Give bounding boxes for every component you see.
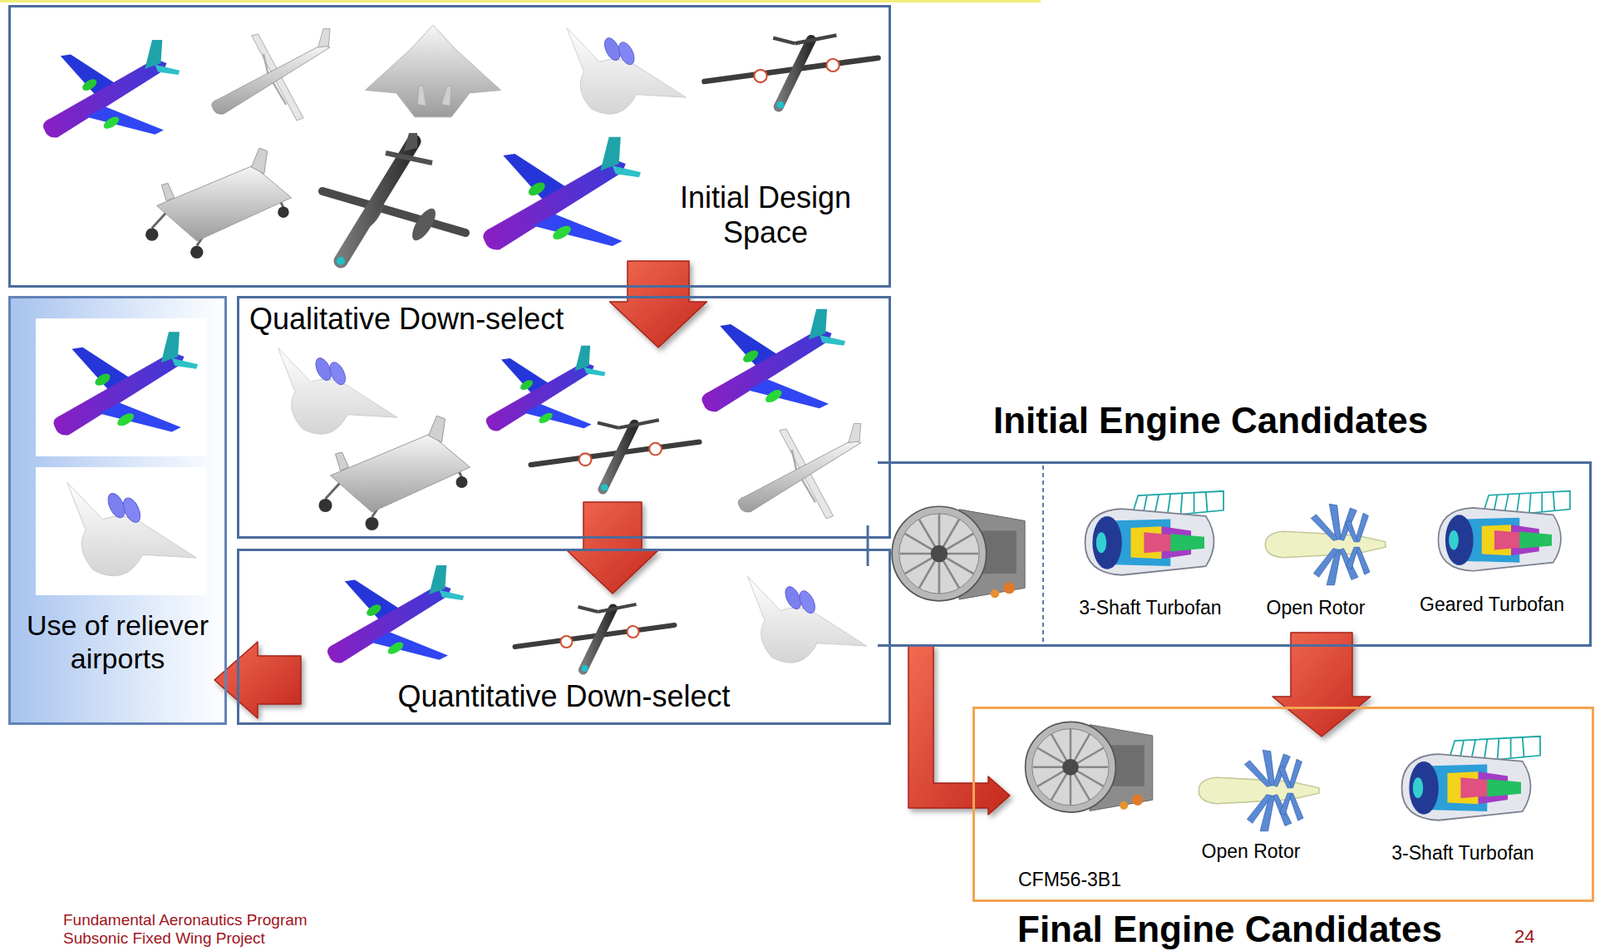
flow-arrow (908, 644, 1010, 815)
engine-item: CFM56-3B1 (1009, 704, 1168, 892)
cfm-engine (891, 506, 1025, 601)
footer-note: Subsonic Fixed Wing Project (63, 929, 266, 948)
box-label: Open Rotor (1266, 596, 1366, 620)
top-rule (0, 0, 1041, 3)
panel-ground (8, 295, 227, 725)
tube-wing-aircraft (701, 309, 846, 413)
hybrid-wing-aircraft (748, 576, 867, 664)
box-label: Geared Turbofan (1419, 593, 1565, 616)
reliever-panel: Use of reliever airports (8, 295, 227, 725)
box-label: CFM56-3B1 (1018, 868, 1122, 892)
open-rotor-engine (1265, 503, 1386, 585)
box-wing-aircraft (319, 415, 471, 531)
tube-wing-aircraft (43, 39, 180, 138)
box-label: Open Rotor (1201, 840, 1301, 863)
flow-arrow (1272, 632, 1371, 737)
tube-wing-aircraft (53, 331, 198, 435)
twin-engine-aircraft (322, 132, 466, 266)
flow-arrow (214, 641, 301, 719)
hybrid-wing-aircraft (566, 28, 686, 115)
box-label: Use of reliever airports (10, 609, 225, 676)
engine-item: 3-Shaft Turbofan (1375, 731, 1551, 865)
truss-wing-aircraft (738, 423, 862, 519)
engine-item: Geared Turbofan (1408, 486, 1576, 616)
box-label: Quantitative Down-select (239, 679, 889, 714)
tube-wing-aircraft (486, 345, 606, 432)
hybrid-wing-aircraft (278, 348, 398, 435)
footer-note: Fundamental Aeronautics Program (63, 910, 308, 930)
blended-wing-aircraft (364, 24, 501, 118)
box-label: Qualitative Down-select (249, 301, 564, 337)
page-number: 24 (1514, 925, 1535, 947)
turbofan-engine (1437, 491, 1570, 572)
engine-item: Open Rotor (1249, 494, 1383, 620)
turbofan-engine (1085, 491, 1225, 576)
propfan-aircraft (704, 34, 878, 109)
box-label: 3-Shaft Turbofan (1078, 596, 1221, 620)
hybrid-wing-aircraft (67, 482, 197, 576)
engine-item: Open Rotor (1184, 739, 1318, 863)
qualitative-box: Qualitative Down-select (236, 295, 892, 539)
box-label: 3-Shaft Turbofan (1391, 841, 1534, 865)
design-space-box: Initial Design Space (8, 4, 892, 288)
engine-item: 3-Shaft Turbofan (1063, 486, 1238, 620)
final-engine-box: Final Engine CandidatesCFM56-3B1Open Rot… (972, 706, 1595, 902)
open-rotor-engine (1198, 749, 1320, 831)
box-label: Initial Design Space (657, 180, 874, 251)
flow-arrow (610, 260, 708, 348)
quantitative-box: Quantitative Down-select (236, 548, 892, 725)
group-heading: Final Engine Candidates (1017, 907, 1443, 951)
dashed-divider (1042, 465, 1044, 644)
truss-wing-aircraft (211, 29, 330, 121)
picture-tile (35, 467, 207, 596)
cfm-engine (1025, 721, 1153, 813)
box-wing-aircraft (145, 147, 291, 259)
tube-wing-aircraft (327, 565, 464, 664)
tube-wing-aircraft (482, 137, 641, 251)
propfan-aircraft (515, 604, 675, 672)
propfan-aircraft (531, 419, 700, 492)
picture-tile (35, 318, 207, 457)
turbofan-engine (1402, 736, 1541, 821)
tick-line (866, 525, 870, 567)
flow-arrow (566, 502, 659, 594)
engine-group-box: Initial Engine Candidates3-Shaft Turbofa… (877, 461, 1592, 647)
group-heading: Initial Engine Candidates (993, 398, 1428, 442)
